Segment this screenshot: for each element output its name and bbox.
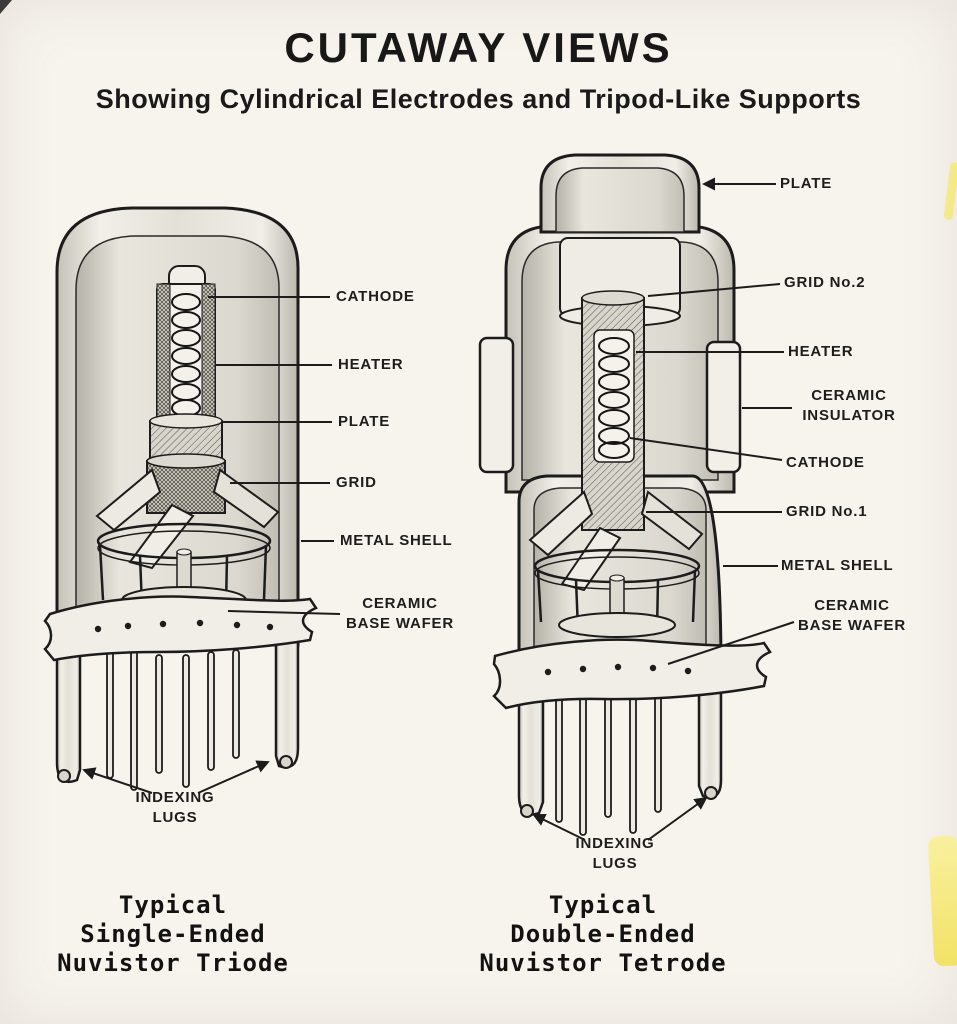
caption-single-ended-triode: Typical Single-Ended Nuvistor Triode	[30, 891, 316, 978]
caption-line: Typical	[118, 891, 228, 919]
caption-line: Nuvistor Tetrode	[479, 949, 727, 977]
label-indexing-lugs-left: INDEXING LUGS	[123, 788, 227, 828]
label-metal-shell-right: METAL SHELL	[781, 557, 894, 574]
left-figure-leader-lines	[82, 296, 341, 794]
page-title: CUTAWAY VIEWS	[284, 24, 673, 71]
label-line: INSULATOR	[802, 407, 896, 424]
label-grid-left: GRID	[336, 474, 377, 491]
label-line: CERAMIC	[811, 387, 887, 404]
caption-line: Single-Ended	[80, 920, 266, 948]
page-subtitle: Showing Cylindrical Electrodes and Tripo…	[95, 84, 862, 114]
label-grid-no2-right: GRID No.2	[784, 274, 866, 291]
label-ceramic-base-wafer-left: CERAMIC BASE WAFER	[344, 594, 456, 634]
caption-line: Nuvistor Triode	[57, 949, 289, 977]
label-line: INDEXING	[575, 835, 655, 852]
label-heater-right: HEATER	[788, 343, 854, 360]
label-ceramic-base-wafer-right: CERAMIC BASE WAFER	[793, 596, 911, 636]
single-ended-triode-drawing	[43, 206, 318, 791]
label-metal-shell-left: METAL SHELL	[340, 532, 453, 549]
label-cathode-left: CATHODE	[336, 288, 415, 305]
scan-artifact-corner	[0, 0, 12, 14]
label-cathode-right: CATHODE	[786, 454, 865, 471]
label-line: CERAMIC	[362, 595, 438, 612]
label-line: INDEXING	[135, 789, 215, 806]
label-indexing-lugs-right: INDEXING LUGS	[563, 834, 667, 874]
right-figure-leader-lines	[532, 177, 795, 841]
label-line: BASE WAFER	[797, 617, 906, 634]
label-heater-left: HEATER	[338, 356, 404, 373]
caption-line: Double-Ended	[510, 920, 696, 948]
double-ended-tetrode-drawing	[478, 153, 772, 836]
label-line: LUGS	[152, 809, 198, 826]
caption-double-ended-tetrode: Typical Double-Ended Nuvistor Tetrode	[440, 891, 766, 978]
label-line: CERAMIC	[814, 597, 890, 614]
label-plate-left: PLATE	[338, 413, 391, 430]
label-line: LUGS	[592, 855, 638, 872]
caption-line: Typical	[548, 891, 658, 919]
label-ceramic-insulator-right: CERAMIC INSULATOR	[790, 386, 908, 426]
label-line: BASE WAFER	[345, 615, 454, 632]
label-grid-no1-right: GRID No.1	[786, 503, 868, 520]
label-plate-right: PLATE	[780, 175, 833, 192]
